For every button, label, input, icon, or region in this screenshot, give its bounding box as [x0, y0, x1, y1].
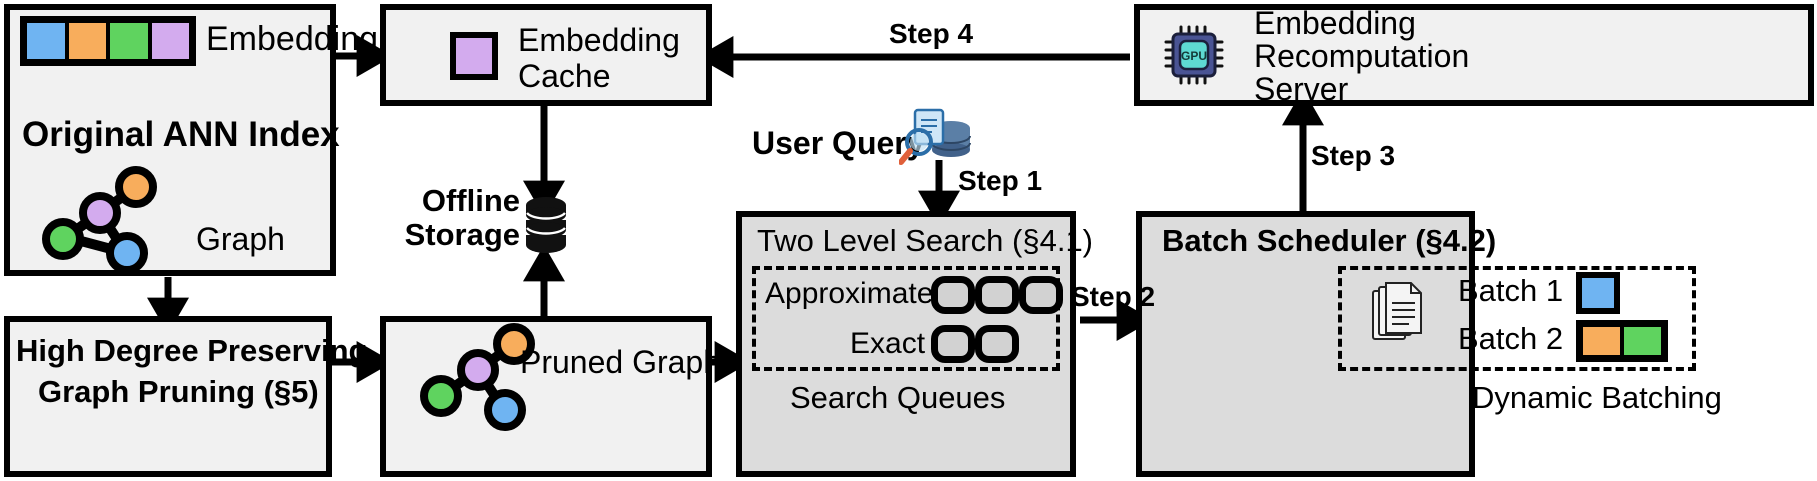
embedding-cache-box [380, 4, 712, 106]
batch-2-swatch-orange [1583, 327, 1620, 355]
pruned-graph-icon [410, 322, 550, 432]
embedding-swatch-strip [20, 16, 196, 66]
search-queues-footer: Search Queues [790, 380, 1006, 415]
batch-1-swatch-blue [1576, 272, 1620, 314]
offline-storage-label-line1: Offline [421, 183, 520, 218]
search-queue-chips-exact[interactable] [931, 325, 1019, 363]
magnifier-database-icon [899, 106, 973, 168]
two-level-search-box [736, 211, 1076, 477]
embedding-label: Embedding [206, 20, 379, 58]
server-label-line2: Recomputation [1254, 38, 1470, 74]
batch-scheduler-box [1136, 211, 1475, 477]
batch-1-label: Batch 1 [1458, 273, 1564, 308]
search-queue-chips-approximate[interactable] [931, 276, 1063, 314]
server-label-line3: Server [1254, 71, 1349, 107]
dynamic-batching-footer: Dynamic Batching [1472, 380, 1722, 415]
queue-chip[interactable] [1019, 276, 1063, 314]
pruned-graph-label: Pruned Graph [520, 344, 722, 380]
embedding-swatch-orange [68, 23, 106, 59]
graph-pruning-label-line2: Graph Pruning (§5) [38, 374, 319, 409]
embedding-swatch-purple [151, 23, 189, 59]
step2-label: Step 2 [1071, 281, 1156, 312]
search-row-approximate-label: Approximate [765, 277, 934, 310]
graph-pruning-box [4, 316, 332, 477]
queue-chip[interactable] [931, 276, 975, 314]
batch-2-swatch-green [1624, 327, 1661, 355]
original-index-graph-icon [32, 165, 172, 273]
svg-text:GPU: GPU [1181, 49, 1207, 63]
documents-stack-icon [1371, 281, 1425, 345]
server-label-line1: Embedding [1254, 5, 1416, 41]
step4-label: Step 4 [889, 18, 974, 49]
original-ann-index-title: Original ANN Index [22, 115, 340, 154]
embedding-recomputation-server-box [1134, 4, 1814, 106]
batch-2-label: Batch 2 [1458, 321, 1564, 356]
batch-2-swatches [1576, 320, 1668, 362]
offline-storage-label-line2: Storage [404, 217, 520, 252]
embedding-cache-swatch-purple [450, 32, 498, 80]
graph-label: Graph [196, 221, 285, 257]
queue-chip[interactable] [975, 325, 1019, 363]
search-row-exact-label: Exact [850, 327, 926, 360]
step1-label: Step 1 [958, 165, 1043, 196]
dynamic-batching-dashed-region [1338, 266, 1696, 371]
batch-scheduler-title: Batch Scheduler (§4.2) [1162, 223, 1497, 258]
embedding-cache-label-line1: Embedding [518, 22, 680, 58]
two-level-search-title: Two Level Search (§4.1) [757, 223, 1094, 258]
queue-chip[interactable] [975, 276, 1019, 314]
embedding-swatch-blue [27, 23, 65, 59]
queue-chip[interactable] [931, 325, 975, 363]
embedding-cache-label-line2: Cache [518, 58, 611, 94]
step3-label: Step 3 [1311, 140, 1396, 171]
embedding-swatch-green [110, 23, 148, 59]
search-queues-dashed-region [752, 266, 1060, 371]
gpu-chip-icon: GPU [1163, 24, 1225, 86]
database-cylinder-icon [524, 196, 568, 258]
graph-pruning-label-line1: High Degree Preserving [16, 333, 368, 368]
